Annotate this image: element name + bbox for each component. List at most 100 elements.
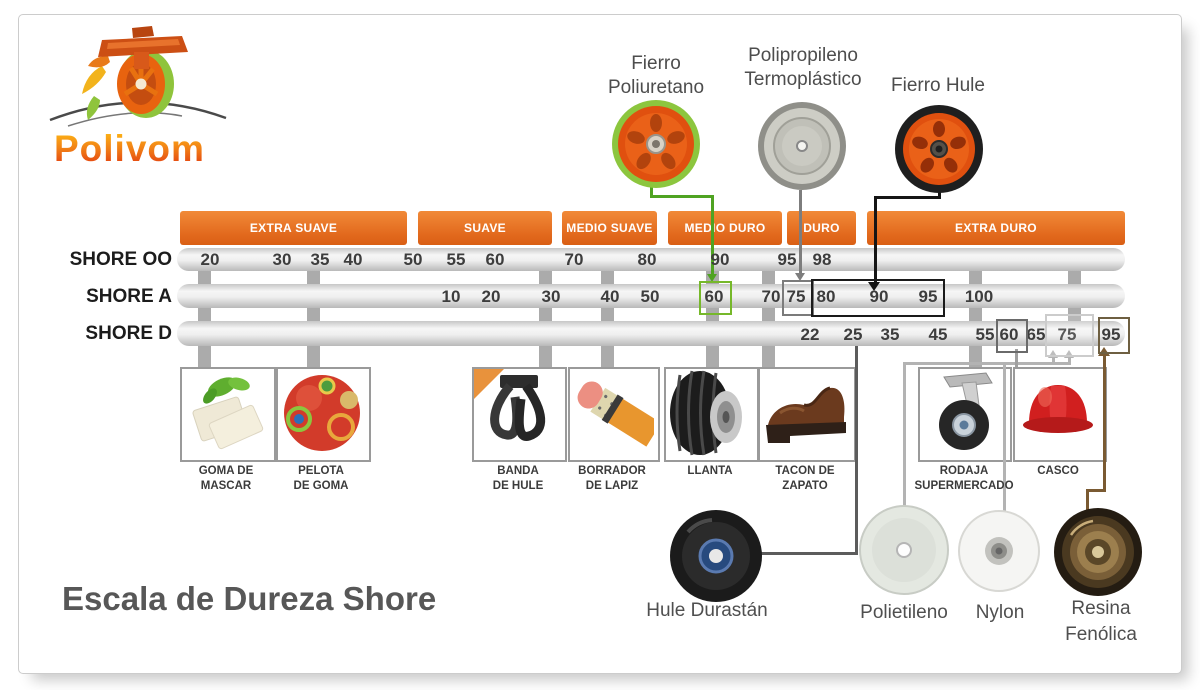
- connector-poliuretano-line: [711, 195, 714, 276]
- shore-a-tick-label: 50: [640, 287, 660, 306]
- shore-d-tick-label: 25: [843, 325, 863, 344]
- scale-label-shore-d: SHORE D: [85, 323, 172, 344]
- scale-bar-shore-oo: [177, 248, 1125, 271]
- connector-poliuretano-line: [650, 184, 653, 197]
- connector-resina-fenolica-line: [1103, 356, 1106, 492]
- borrador-de-lapiz-image: [577, 381, 658, 447]
- goma-de-mascar-image: [192, 377, 264, 450]
- shore-a-tick-label: 100: [964, 287, 994, 306]
- tacon-de-zapato-image: [766, 386, 846, 443]
- product-card-rodaja-supermercado: [918, 367, 1012, 462]
- shore-a-tick-label: 70: [761, 287, 781, 306]
- connector-polietileno-line: [903, 362, 906, 507]
- shore-oo-tick-label: 35: [310, 250, 330, 269]
- connector-poliuretano-arrow-icon: [707, 274, 717, 282]
- connector-hule-durastan-line: [761, 552, 857, 555]
- category-segment-medio-duro: MEDIO DURO: [668, 211, 782, 245]
- scale-bar-shore-a: [177, 284, 1125, 308]
- shore-oo-tick-label: 60: [485, 250, 505, 269]
- top-wheel-label-fierro-hule: Fierro Hule: [891, 75, 985, 96]
- top-wheel-label-fierro-poliuretano: Fierro Poliuretano: [607, 53, 705, 98]
- connector-casco-line: [1015, 349, 1018, 367]
- connector-poliuretano-line: [650, 195, 714, 198]
- connector-polipropileno-arrow-icon: [795, 273, 805, 281]
- product-card-banda-de-hule: [472, 367, 567, 462]
- shore-oo-tick-label: 98: [812, 250, 832, 269]
- shore-oo-tick-label: 40: [343, 250, 363, 269]
- shore-d-tick-label: 65: [1026, 325, 1046, 344]
- connector-fierro-hule-line: [874, 196, 941, 199]
- product-label-casco: CASCO: [1037, 465, 1079, 477]
- polivom-brand-text: Polivom: [54, 128, 205, 169]
- pelota-de-goma-image: [284, 375, 360, 451]
- highlight-box-shore-a-60: [699, 281, 732, 315]
- polivom-logo: Polivom: [46, 24, 246, 174]
- shore-a-tick-label: 90: [869, 287, 889, 306]
- scale-label-shore-a: SHORE A: [86, 286, 172, 307]
- banda-de-hule-image: [474, 369, 546, 441]
- shore-a-tick-label: 60: [704, 287, 724, 306]
- shore-a-tick-label: 10: [441, 287, 461, 306]
- scale-bar-shore-d: [177, 321, 1125, 346]
- shore-oo-tick-label: 80: [637, 250, 657, 269]
- connector-nylon-arrow-icon: [1064, 350, 1074, 358]
- category-segment-extra-suave: EXTRA SUAVE: [180, 211, 407, 245]
- connector-resina-fenolica-arrow-icon: [1098, 347, 1110, 356]
- shore-d-tick-label: 35: [880, 325, 900, 344]
- resina-fenolica-wheel-icon: [1054, 508, 1142, 596]
- category-segment-medio-suave: MEDIO SUAVE: [562, 211, 657, 245]
- page-title: Escala de Dureza Shore: [62, 580, 437, 617]
- shore-a-tick-label: 40: [600, 287, 620, 306]
- product-card-tacon-de-zapato: [758, 367, 856, 462]
- product-label-llanta: LLANTA: [687, 465, 733, 477]
- shore-d-tick-label: 95: [1101, 325, 1121, 344]
- hule-durastan-wheel-icon: [670, 510, 762, 602]
- shore-a-tick-label: 75: [786, 287, 806, 306]
- connector-polietileno-nylon-line: [903, 362, 1070, 365]
- shore-oo-tick-label: 55: [446, 250, 466, 269]
- highlight-box-shore-a-75: [782, 280, 814, 316]
- polipropileno-wheel-icon: [758, 102, 846, 190]
- shore-d-tick-label: 55: [975, 325, 995, 344]
- rodaja-supermercado-image: [939, 372, 993, 450]
- fierro-poliuretano-wheel-icon: [612, 100, 700, 188]
- shore-oo-tick-label: 30: [272, 250, 292, 269]
- connector-polietileno-line: [1052, 357, 1055, 365]
- shore-a-tick-label: 80: [816, 287, 836, 306]
- shore-oo-tick-label: 50: [403, 250, 423, 269]
- product-card-llanta: [664, 367, 759, 462]
- product-card-goma-de-mascar: [180, 367, 276, 462]
- product-card-casco: [1013, 367, 1107, 462]
- connector-fierro-hule-line: [874, 196, 877, 284]
- shore-a-tick-label: 30: [541, 287, 561, 306]
- category-segment-extra-duro: EXTRA DURO: [867, 211, 1125, 245]
- bottom-wheel-label-nylon: Nylon: [975, 602, 1025, 623]
- scale-label-shore-oo: SHORE OO: [69, 249, 172, 270]
- highlight-box-shore-d-75: [1045, 314, 1094, 357]
- bottom-wheel-label-resina-fenolica: Resina Fenólica: [1065, 598, 1137, 645]
- shore-d-tick-label: 75: [1057, 325, 1077, 344]
- shore-oo-tick-label: 70: [564, 250, 584, 269]
- connector-fierro-hule-line: [938, 188, 941, 198]
- shore-d-tick-label: 60: [999, 325, 1019, 344]
- llanta-image: [670, 370, 742, 456]
- product-card-borrador-de-lapiz: [568, 367, 660, 462]
- connector-polietileno-arrow-icon: [1048, 350, 1058, 358]
- polietileno-wheel-icon: [859, 505, 949, 595]
- nylon-wheel-icon: [958, 510, 1040, 592]
- highlight-box-shore-d-95: [1098, 317, 1130, 354]
- highlight-box-shore-a-80-95: [811, 279, 945, 317]
- shore-oo-tick-label: 20: [200, 250, 220, 269]
- fierro-hule-wheel-icon: [895, 105, 983, 193]
- connector-fierro-hule-arrow-icon: [868, 282, 880, 291]
- shore-a-tick-label: 95: [918, 287, 938, 306]
- connector-hule-durastan-line: [855, 346, 858, 555]
- polivom-logo-wheel-icon: [49, 26, 227, 127]
